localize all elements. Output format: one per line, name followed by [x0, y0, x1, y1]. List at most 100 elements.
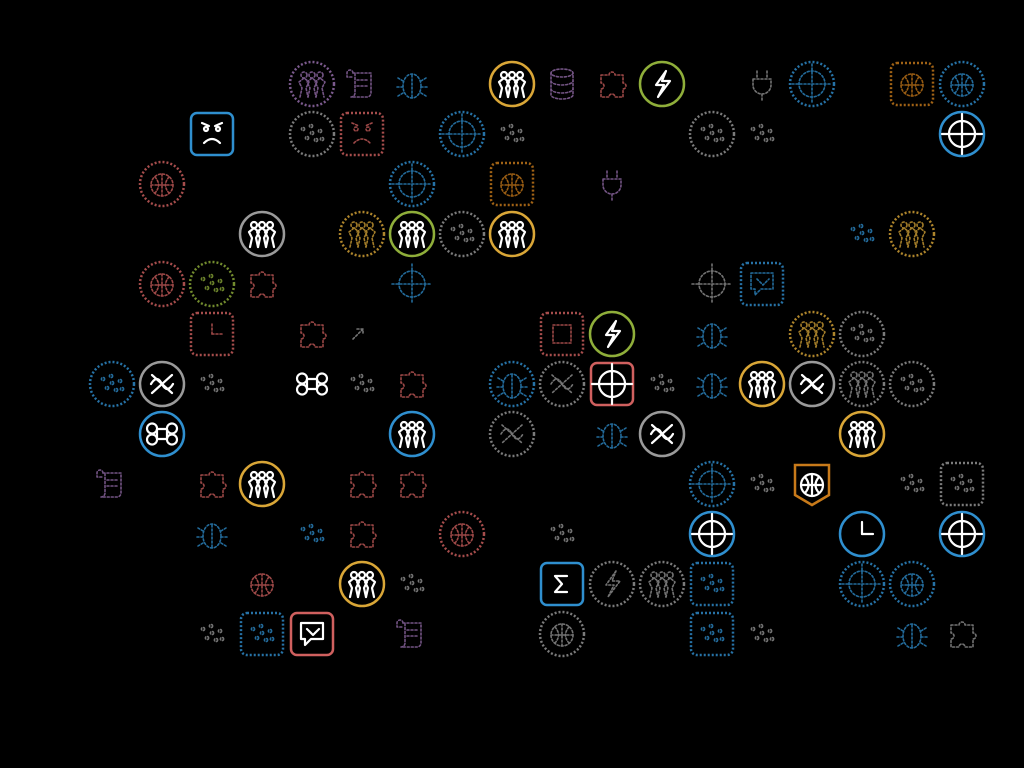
command-icon — [137, 409, 187, 459]
people-glyph — [888, 210, 936, 258]
chat-icon — [737, 259, 787, 309]
puzzle-glyph — [600, 71, 627, 98]
dots-glyph — [750, 123, 775, 143]
crosshair-glyph — [688, 460, 736, 508]
crosshair-icon — [787, 59, 837, 109]
puzzle-glyph — [300, 321, 327, 348]
globe-icon — [137, 259, 187, 309]
dots-icon — [537, 509, 587, 559]
dots-glyph — [900, 473, 925, 493]
bolt-glyph — [588, 560, 636, 608]
chat-glyph — [739, 261, 785, 307]
people-icon — [787, 309, 837, 359]
square-icon — [537, 309, 587, 359]
puzzle-icon — [337, 459, 387, 509]
dots-icon — [737, 109, 787, 159]
crosshair-glyph — [589, 361, 635, 407]
people-glyph — [738, 360, 786, 408]
bug-glyph — [896, 623, 928, 649]
bug-icon — [587, 409, 637, 459]
dots-icon — [937, 459, 987, 509]
sad-glyph — [339, 111, 385, 157]
people-icon — [837, 409, 887, 459]
terminal-glyph — [539, 561, 585, 607]
dots-icon — [837, 209, 887, 259]
people-icon — [237, 459, 287, 509]
dots-glyph — [689, 611, 735, 657]
crosshair-glyph — [691, 263, 733, 305]
chat-glyph — [289, 611, 335, 657]
crosshair-glyph — [688, 510, 736, 558]
sad-icon — [337, 109, 387, 159]
puzzle-icon — [387, 459, 437, 509]
puzzle-glyph — [950, 621, 977, 648]
wave-glyph — [788, 360, 836, 408]
people-icon — [387, 209, 437, 259]
plug-icon — [737, 59, 787, 109]
dots-icon — [887, 359, 937, 409]
globe-icon — [887, 59, 937, 109]
puzzle-glyph — [400, 471, 427, 498]
people-icon — [487, 59, 537, 109]
crosshair-icon — [937, 509, 987, 559]
scroll-icon — [387, 609, 437, 659]
dots-glyph — [188, 260, 236, 308]
dots-glyph — [438, 210, 486, 258]
people-glyph — [788, 310, 836, 358]
dots-glyph — [400, 573, 425, 593]
scroll-icon — [337, 59, 387, 109]
globe-icon — [937, 59, 987, 109]
dots-icon — [87, 359, 137, 409]
dots-icon — [887, 459, 937, 509]
dots-icon — [387, 559, 437, 609]
square-glyph — [539, 311, 585, 357]
people-icon — [337, 209, 387, 259]
crosshair-icon — [937, 109, 987, 159]
dots-icon — [337, 359, 387, 409]
globe-glyph — [138, 260, 186, 308]
dots-icon — [187, 259, 237, 309]
dots-icon — [187, 359, 237, 409]
dots-icon — [487, 109, 537, 159]
bug-icon — [187, 509, 237, 559]
crosshair-glyph — [938, 110, 986, 158]
dots-icon — [687, 559, 737, 609]
people-icon — [637, 559, 687, 609]
dots-glyph — [288, 110, 336, 158]
plug-glyph — [752, 70, 772, 101]
dots-icon — [837, 309, 887, 359]
crosshair-glyph — [391, 263, 433, 305]
dots-glyph — [688, 110, 736, 158]
people-glyph — [338, 210, 386, 258]
people-glyph — [288, 60, 336, 108]
command-icon — [287, 359, 337, 409]
dots-icon — [287, 509, 337, 559]
sad-glyph — [189, 111, 235, 157]
people-icon — [287, 59, 337, 109]
crosshair-glyph — [438, 110, 486, 158]
wave-icon — [787, 359, 837, 409]
people-glyph — [838, 410, 886, 458]
bolt-icon — [587, 559, 637, 609]
people-glyph — [488, 60, 536, 108]
globe-glyph — [889, 61, 935, 107]
dots-glyph — [550, 523, 575, 543]
globe-glyph — [250, 573, 274, 597]
bug-icon — [887, 609, 937, 659]
dots-glyph — [239, 611, 285, 657]
plug-icon — [587, 159, 637, 209]
wave-icon — [487, 409, 537, 459]
chat-icon — [287, 609, 337, 659]
puzzle-icon — [937, 609, 987, 659]
dots-glyph — [88, 360, 136, 408]
bolt-icon — [587, 309, 637, 359]
puzzle-icon — [337, 509, 387, 559]
crosshair-icon — [687, 459, 737, 509]
crosshair-icon — [587, 359, 637, 409]
puzzle-glyph — [200, 471, 227, 498]
dots-icon — [687, 609, 737, 659]
dots-icon — [187, 609, 237, 659]
wave-glyph — [638, 410, 686, 458]
puzzle-icon — [387, 359, 437, 409]
globe-icon — [887, 559, 937, 609]
